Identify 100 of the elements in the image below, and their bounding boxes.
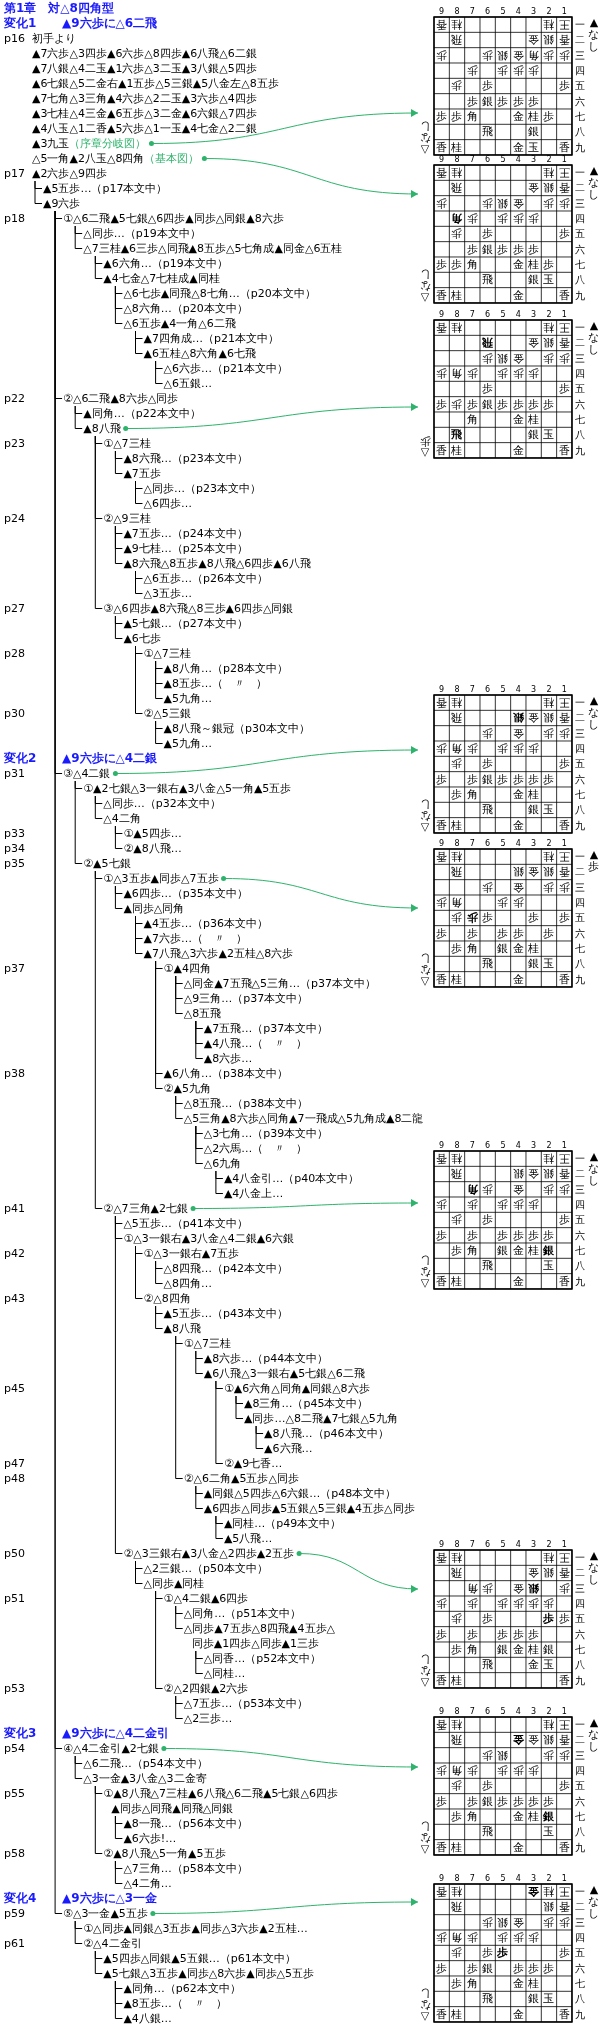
connector-arrow: [201, 156, 419, 198]
shogi-piece: 飛: [482, 1259, 494, 1273]
rank-number: 六: [574, 1228, 585, 1242]
rank-number: 六: [574, 242, 585, 256]
shogi-piece: 飛: [482, 803, 494, 817]
shogi-piece: 王: [558, 321, 570, 335]
page-number: p33: [4, 826, 25, 841]
shogi-piece: 歩: [497, 772, 509, 786]
file-number: 4: [514, 1142, 522, 1150]
shogi-piece: 歩: [527, 1931, 540, 1945]
shogi-piece: 桂: [527, 412, 540, 427]
page-number: p48: [4, 1471, 25, 1486]
rank-number: 九: [574, 1673, 585, 1687]
shogi-piece: 歩: [512, 1961, 524, 1975]
shogi-piece: 香: [558, 2007, 570, 2021]
shogi-piece: 歩: [558, 1581, 570, 1595]
shogi-piece: 歩: [558, 757, 570, 771]
rank-number: 三: [574, 1748, 585, 1762]
page-number: p59: [4, 1906, 25, 1921]
shogi-piece: 歩: [436, 772, 448, 786]
rank-number: 六: [574, 926, 585, 940]
file-number: 7: [468, 840, 476, 848]
rank-number: 四: [574, 742, 585, 755]
tree-line: [175, 1695, 184, 1719]
shogi-piece: 桂: [451, 818, 463, 832]
shogi-piece: 歩: [497, 1794, 509, 1808]
move-text: △6六歩…（p21本文中）: [163, 361, 289, 376]
shogi-piece: 金: [527, 865, 540, 879]
shogi-piece: 歩: [543, 48, 555, 62]
file-number: 7: [468, 8, 476, 16]
shogi-piece: 銀: [543, 711, 555, 725]
tree-line: [155, 660, 164, 699]
shogi-piece: 銀: [497, 941, 509, 956]
rank-number: 五: [574, 1946, 585, 1960]
shogi-piece: 歩: [497, 397, 509, 411]
page-number: p61: [4, 1936, 25, 1951]
shogi-piece: 歩: [466, 1627, 478, 1641]
shogi-piece: 歩: [558, 1213, 570, 1227]
page-number: p23: [4, 436, 25, 451]
move-text: ▲6五桂△8六角▲6七飛: [143, 346, 256, 361]
rank-number: 八: [574, 125, 585, 139]
shogi-piece: 歩: [527, 242, 540, 256]
shogi-piece: 桂: [451, 2007, 463, 2021]
shogi-piece: 歩: [558, 1748, 570, 1762]
shogi-piece: 銀: [543, 33, 555, 47]
connector-arrow: [112, 746, 419, 776]
shogi-piece: 歩: [451, 911, 463, 925]
shogi-piece: 香: [558, 1274, 570, 1288]
move-text: ▲9七桂…（p25本文中）: [123, 541, 248, 556]
rank-number: 九: [574, 140, 585, 154]
shogi-piece: 金: [512, 1915, 524, 1929]
shogi-piece: 歩: [543, 109, 555, 124]
file-number: 8: [453, 1708, 461, 1716]
shogi-piece: 歩: [558, 1612, 570, 1626]
rank-number: 三: [574, 1581, 585, 1595]
move-text: △6五銀…: [163, 376, 213, 391]
file-number: 6: [484, 1708, 492, 1716]
shogi-piece: 銀: [543, 1900, 555, 1914]
shogi-piece: 歩: [527, 1228, 540, 1242]
shogi-piece: 桂: [451, 140, 463, 154]
shogi-piece: 歩: [451, 1779, 463, 1793]
file-number: 8: [453, 8, 461, 16]
shogi-piece: 歩: [497, 367, 509, 381]
rank-number: 三: [574, 48, 585, 62]
rank-number: 九: [574, 972, 585, 986]
move-text: ①△7三桂: [103, 436, 151, 451]
shogi-piece: 歩: [451, 1243, 463, 1258]
shogi-piece: 香: [558, 443, 570, 457]
move-text: △同香…（p52本文中）: [203, 1651, 322, 1666]
shogi-piece: 歩: [436, 1597, 448, 1611]
move-text: ①▲2七銀△3一銀右▲3八金△5一角▲5五歩: [83, 781, 292, 796]
move-text: △2三歩…: [183, 1711, 233, 1726]
rank-number: 三: [574, 1915, 585, 1929]
file-number: 2: [545, 311, 553, 319]
file-number: 6: [484, 840, 492, 848]
page-number: p55: [4, 1786, 25, 1801]
rank-number: 一: [574, 321, 585, 334]
file-number: 3: [530, 1142, 538, 1150]
shogi-piece: 歩: [512, 1597, 524, 1611]
shogi-piece: 香: [436, 1718, 448, 1732]
move-text: ▲5九角…: [163, 691, 213, 706]
rank-number: 三: [574, 196, 585, 210]
tree-line: [114, 615, 123, 639]
shogi-piece: 歩: [482, 227, 494, 241]
tree-line: [215, 1380, 224, 1464]
shogi-piece: 歩: [497, 1764, 509, 1778]
hand-label: ▲なし: [587, 1884, 600, 1920]
shogi-piece: 歩: [527, 1597, 540, 1611]
file-number: 9: [438, 1142, 446, 1150]
shogi-piece: 歩: [482, 1182, 494, 1196]
shogi-piece: 歩: [543, 772, 555, 786]
file-number: 1: [560, 8, 568, 16]
rank-number: 二: [574, 865, 585, 879]
move-text: △7五歩…（p53本文中）: [183, 1696, 309, 1711]
shogi-piece: 歩: [436, 196, 448, 210]
move-text: ①△6二飛▲5七銀△6四歩▲同歩△同銀▲8六歩: [63, 211, 284, 226]
shogi-piece: 歩: [512, 1794, 524, 1808]
move-text: ▲6八飛△3一銀右▲5七銀△6二飛: [203, 1366, 365, 1381]
move-text: ①△同歩▲同銀△3五歩▲同歩△3六歩▲2五桂…: [83, 1921, 308, 1936]
move-text: ▲3九玉: [32, 137, 70, 150]
